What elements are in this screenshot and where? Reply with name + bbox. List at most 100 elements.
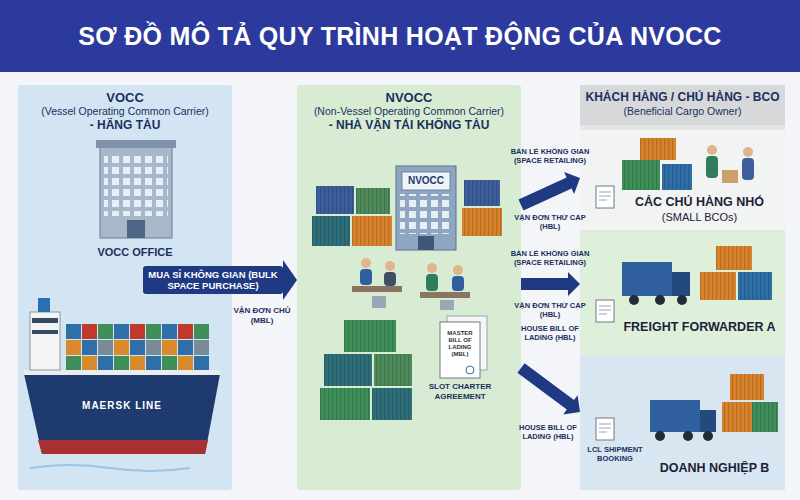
- container-stack-part: [662, 164, 692, 190]
- label-anchor: HOUSE BILL OF LADING (HBL): [505, 424, 591, 441]
- document-icon-part: [599, 192, 611, 200]
- office-workers-part: [385, 261, 395, 271]
- office-building-part: [104, 154, 168, 216]
- title: SƠ ĐỒ MÔ TẢ QUY TRÌNH HOẠT ĐỘNG CỦA NVOC…: [10, 21, 790, 51]
- container-stack-part: [640, 138, 676, 160]
- container-stack-part: [716, 246, 752, 270]
- container-stack-part: [316, 186, 354, 214]
- flow-arrow: [521, 272, 580, 296]
- node-text: (Beneficial Cargo Owner): [584, 105, 781, 118]
- container-stack-part: [722, 402, 752, 432]
- document-icon: [596, 300, 614, 322]
- office-workers-part: [427, 263, 437, 273]
- document-stack-part: [466, 366, 474, 374]
- node-text: FREIGHT FORWARDER A: [618, 320, 781, 335]
- building-sign: NVOCC: [402, 175, 450, 187]
- node-text: - NHÀ VẬN TẢI KHÔNG TÀU: [301, 118, 517, 133]
- delivery-truck-part: [703, 431, 713, 441]
- document-icon: [596, 418, 614, 440]
- label-anchor: BÁN LẺ KHÔNG GIAN (SPACE RETAILING): [507, 250, 593, 267]
- container-stack-part: [640, 138, 676, 160]
- node-text: NVOCC: [301, 90, 517, 105]
- container-ship-part: [30, 312, 60, 370]
- container-stack-part: [752, 402, 778, 432]
- label-anchor: BÁN LẺ KHÔNG GIAN (SPACE RETAILING): [507, 148, 593, 165]
- container-stack-part: [324, 354, 372, 386]
- label-anchor: MASTER BILL OF LADING (MBL): [441, 330, 479, 358]
- container-stack-part: [464, 180, 500, 206]
- container-stack-part: [352, 216, 392, 246]
- container-stack-part: [622, 160, 660, 190]
- node-text: DOANH NGHIỆP B: [650, 461, 779, 476]
- label-anchor: MAERSK LINE: [67, 400, 177, 412]
- container-stack-part: [312, 216, 350, 246]
- document-note: HOUSE BILL OF LADING (HBL): [507, 325, 593, 342]
- office-workers-part: [426, 274, 438, 291]
- container-ship-part: [66, 324, 210, 340]
- office-building-part: [396, 166, 456, 250]
- office-building-part: [402, 172, 450, 190]
- container-stack: [320, 320, 412, 420]
- shipper-people-part: [743, 147, 753, 157]
- document-title: MASTER BILL OF LADING (MBL): [441, 330, 479, 358]
- document-caption: SLOT CHARTER AGREEMENT: [420, 382, 500, 401]
- office-workers-part: [440, 300, 454, 310]
- container-stack: [622, 138, 692, 190]
- node-text: - HÃNG TÀU: [22, 118, 228, 133]
- office-building-part: [418, 236, 434, 250]
- container-stack-part: [344, 320, 396, 352]
- container-ship-part: [38, 440, 208, 454]
- flow-arrow: [517, 363, 580, 414]
- container-stack-part: [356, 188, 390, 214]
- node-text: CÁC CHỦ HÀNG NHỎ: [620, 195, 779, 210]
- building-caption: VOCC OFFICE: [80, 246, 190, 259]
- document-icon-part: [599, 424, 611, 432]
- container-stack-part: [374, 354, 412, 386]
- container-stack-part: [320, 388, 370, 420]
- container-stack-part: [662, 164, 692, 190]
- document-icon: [596, 186, 614, 208]
- edge-label: BÁN LẺ KHÔNG GIAN (SPACE RETAILING): [507, 148, 593, 165]
- document-stack-part: [440, 322, 480, 378]
- office-workers-part: [360, 269, 372, 285]
- document-icon-part: [596, 300, 614, 322]
- container-stack-part: [752, 402, 778, 432]
- document-icon-part: [596, 418, 614, 440]
- container-ship-part: [30, 465, 190, 471]
- office-building-part: [100, 146, 172, 238]
- document-icon-part: [599, 306, 611, 314]
- container-stack-part: [738, 272, 772, 300]
- container-stack-part: [374, 354, 412, 386]
- container-ship-part: [32, 318, 58, 323]
- office-workers-part: [453, 265, 463, 275]
- container-stack-part: [312, 216, 350, 246]
- node-text: (Vessel Operating Common Carrier): [22, 105, 228, 118]
- shipper-people-part: [707, 145, 717, 155]
- container-stack: [722, 374, 778, 432]
- panel-header-strip: [580, 85, 785, 125]
- container-stack-part: [700, 272, 736, 300]
- label-anchor: VOCC OFFICE: [80, 246, 190, 259]
- document-note: LCL SHIPMENT BOOKING: [584, 446, 646, 463]
- office-workers-part: [361, 258, 371, 268]
- delivery-truck-part: [677, 295, 687, 305]
- container-stack-part: [344, 320, 396, 352]
- container-stack-part: [324, 354, 372, 386]
- document-note: VẬN ĐƠN THỨ CẤP (HBL): [507, 302, 593, 319]
- document-note: HOUSE BILL OF LADING (HBL): [505, 424, 591, 441]
- container-ship: [24, 298, 220, 471]
- label-anchor: HOUSE BILL OF LADING (HBL): [507, 325, 593, 342]
- delivery-truck: [650, 400, 716, 441]
- container-ship-part: [24, 370, 220, 375]
- container-stack-part: [352, 216, 392, 246]
- arrow-label-pill: MUA SỈ KHÔNG GIAN (BULK SPACE PURCHASE): [143, 266, 283, 294]
- node-text: KHÁCH HÀNG / CHỦ HÀNG - BCO: [584, 90, 781, 105]
- shipper-people-part: [722, 170, 738, 183]
- container-stack-part: [372, 388, 412, 420]
- office-workers-part: [452, 276, 464, 291]
- document-icon-part: [596, 186, 614, 208]
- node-text: (Non-Vessel Operating Common Carrier): [301, 105, 517, 118]
- shipper-people-part: [742, 158, 754, 180]
- container-ship-part: [66, 340, 210, 356]
- edge-label: MUA SỈ KHÔNG GIAN (BULK SPACE PURCHASE): [148, 269, 278, 291]
